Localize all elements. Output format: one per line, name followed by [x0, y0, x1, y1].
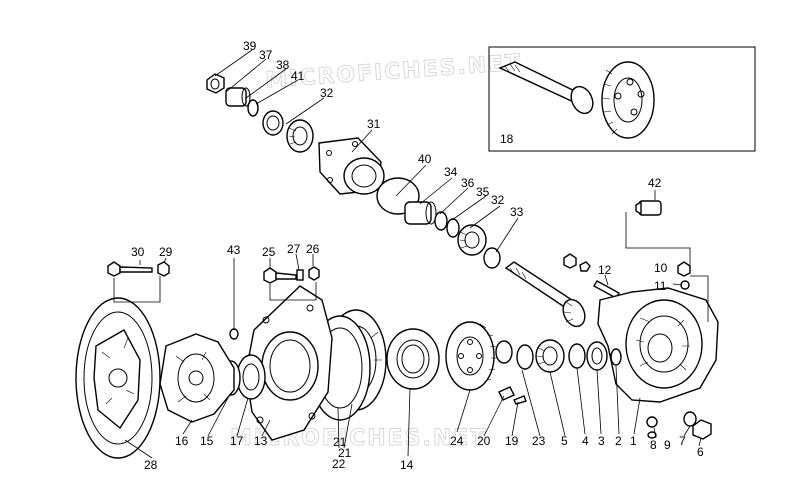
part-11-washer [680, 280, 690, 290]
callout-10: 10 [654, 261, 668, 275]
part-4-ring [568, 343, 586, 369]
part-29-washer [157, 261, 170, 277]
part-34-spacer [404, 201, 437, 225]
part-37-bushing [225, 87, 251, 107]
part-42-breather [635, 200, 662, 216]
part-41-seal [262, 110, 284, 136]
part-20-ring [495, 340, 513, 364]
callout-15: 15 [200, 434, 214, 448]
callout-40: 40 [418, 152, 432, 166]
part-26-nut [308, 266, 320, 281]
callout-39: 39 [243, 39, 257, 53]
callout-13: 13 [254, 434, 268, 448]
part-3-seal [586, 341, 608, 371]
part-39-nut [206, 73, 225, 94]
part-30-bolt [107, 261, 153, 277]
callout-33: 33 [510, 205, 524, 219]
part-24-crown-gear [445, 321, 497, 391]
callout-38: 38 [276, 58, 290, 72]
callout-28: 28 [144, 458, 158, 472]
callout-2: 2 [615, 434, 622, 448]
callout-32-mid: 32 [491, 193, 505, 207]
callout-42: 42 [648, 176, 662, 190]
small-nut [563, 253, 577, 269]
callout-37: 37 [259, 48, 273, 62]
callout-35: 35 [476, 185, 490, 199]
callout-29: 29 [159, 245, 173, 259]
callout-36: 36 [461, 176, 475, 190]
callout-18: 18 [500, 132, 514, 146]
callout-17: 17 [230, 434, 244, 448]
callout-34: 34 [444, 165, 458, 179]
part-43-screw [229, 328, 239, 340]
part-38-washer [247, 99, 259, 117]
callout-6: 6 [697, 445, 704, 459]
callout-21-a: 21 [333, 435, 347, 449]
callout-labels: 39 37 38 41 32 31 18 40 34 36 35 32 33 4… [131, 39, 704, 472]
callout-30: 30 [131, 245, 145, 259]
inset-pinion-shaft [498, 61, 594, 115]
part-9-washer [647, 431, 657, 439]
part-32-bearing-top [286, 119, 314, 153]
part-6-drain-plug [692, 419, 712, 440]
part-13-hub-plate [245, 285, 333, 441]
pinion-shaft [504, 261, 586, 328]
callout-4: 4 [582, 434, 589, 448]
callout-31: 31 [367, 117, 381, 131]
callout-5: 5 [561, 434, 568, 448]
callout-21-b: 21 [338, 446, 352, 460]
part-7-washer [683, 411, 697, 427]
part-27-washer [296, 269, 304, 281]
callout-8: 8 [650, 438, 657, 452]
callout-7: 7 [679, 434, 686, 448]
part-35-washer [446, 218, 460, 238]
callout-22: 22 [332, 457, 346, 471]
part-28-brake-disc [75, 297, 161, 459]
callout-24: 24 [450, 434, 464, 448]
part-31-housing-flange [318, 137, 385, 195]
part-17-seal [236, 354, 266, 400]
part-2-ring [610, 348, 622, 366]
part-19-screw [513, 395, 527, 405]
callout-41: 41 [291, 69, 305, 83]
part-20-pin [498, 386, 515, 401]
part-33-ring [483, 247, 501, 269]
callout-27: 27 [287, 242, 301, 256]
callout-14: 14 [400, 458, 414, 472]
inset-box-part-18 [488, 46, 756, 152]
callout-26: 26 [306, 242, 320, 256]
part-14-bearing [386, 328, 440, 390]
callout-19: 19 [505, 434, 519, 448]
part-5-bearing [535, 339, 565, 373]
callout-43: 43 [227, 243, 241, 257]
part-10-plug [677, 261, 691, 277]
callout-25: 25 [262, 245, 276, 259]
callout-11: 11 [654, 279, 667, 293]
callout-1: 1 [630, 434, 637, 448]
part-36-shim [434, 211, 448, 231]
part-23-ring [516, 344, 534, 370]
callout-23: 23 [532, 434, 546, 448]
small-bolt [579, 261, 591, 272]
callout-12: 12 [598, 263, 612, 277]
callout-20: 20 [477, 434, 491, 448]
callout-16: 16 [175, 434, 189, 448]
inset-crown-gear [601, 61, 655, 139]
part-12-stud [593, 280, 620, 299]
leader-lines [113, 49, 709, 459]
part-25-bolt [263, 267, 297, 284]
callout-32-top: 32 [320, 86, 334, 100]
callout-3: 3 [598, 434, 605, 448]
part-8-bolt [646, 416, 658, 428]
part-32-bearing-mid [457, 224, 487, 256]
part-16-hub [159, 333, 235, 423]
part-1-gearbox-housing [597, 287, 719, 403]
callout-9: 9 [664, 438, 671, 452]
